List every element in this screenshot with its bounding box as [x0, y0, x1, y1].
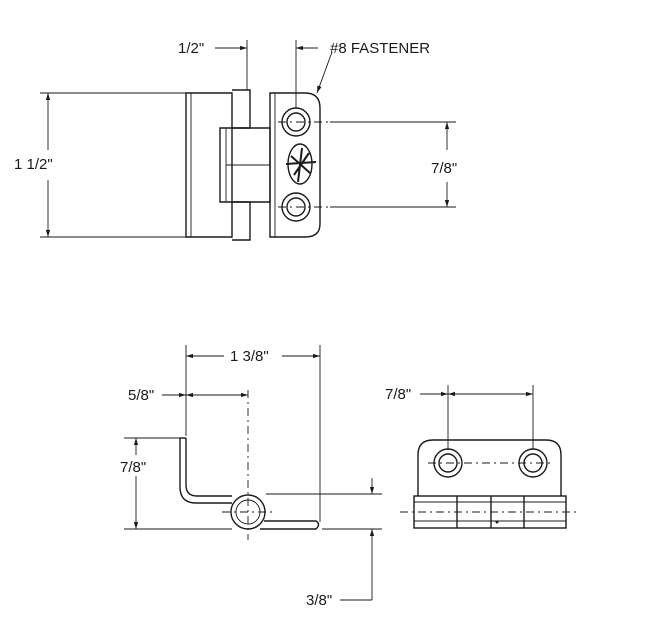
fastener-callout: #8 FASTENER — [330, 40, 430, 57]
dim-front-hole-spacing: 7/8" — [431, 160, 457, 177]
dim-side-overall: 1 3/8" — [230, 348, 269, 365]
dim-front-height: 1 1/2" — [14, 156, 53, 173]
end-view: 7/8" — [385, 385, 580, 529]
dim-end-hole-spacing: 7/8" — [385, 386, 411, 403]
dim-side-leaf-offset: 5/8" — [128, 387, 154, 404]
side-view: 1 3/8" 5/8" 7/8" 3/8" — [120, 345, 382, 609]
dim-side-knuckle: 3/8" — [306, 592, 332, 609]
logo-icon — [285, 143, 317, 185]
dim-side-leaf-height: 7/8" — [120, 459, 146, 476]
dim-front-width: 1/2" — [178, 40, 204, 57]
front-view: 1/2" #8 FASTENER 1 1/2" 7/8" — [14, 40, 457, 241]
